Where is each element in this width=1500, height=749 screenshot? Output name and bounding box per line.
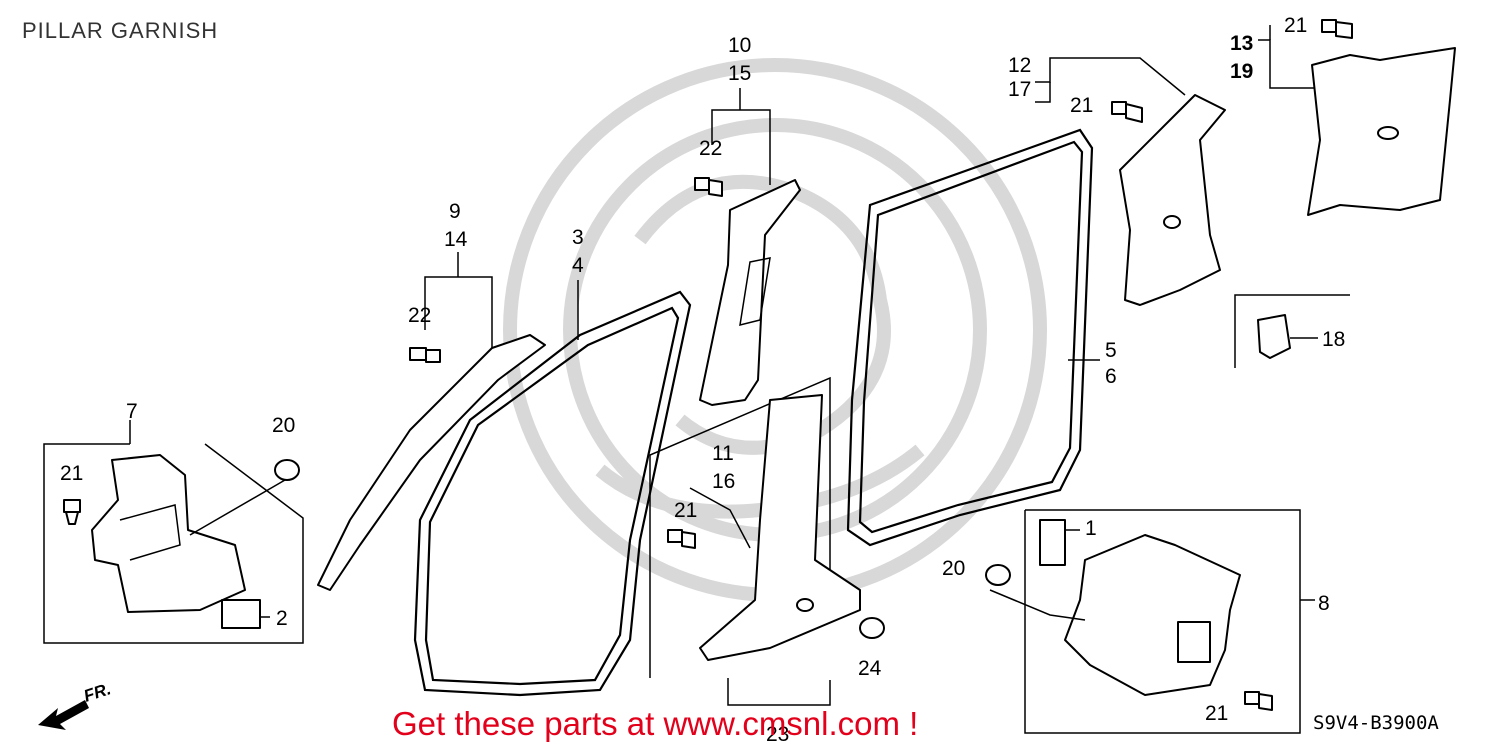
clip-22-b-pillar[interactable] [694,177,723,197]
clip-21-left[interactable] [63,499,81,525]
promo-link[interactable]: Get these parts at www.cmsnl.com ! [392,705,918,742]
diagram-title: PILLAR GARNISH [22,18,218,43]
callout-3: 3 [572,226,584,249]
callout-7: 7 [126,400,138,423]
label-part-1[interactable] [1039,519,1066,566]
b-pillar-upper-garnish[interactable] [699,179,801,406]
hook-part-18[interactable] [1257,314,1291,359]
callout-18: 18 [1322,328,1345,351]
callout-19: 19 [1230,60,1253,83]
callout-11: 11 [712,442,734,465]
kick-panel-right-group [985,509,1315,734]
part-18-group [1234,294,1350,368]
callout-9: 9 [449,200,461,223]
cap-24[interactable] [859,617,885,639]
callout-10: 10 [728,34,751,57]
diagram-code: S9V4-B3900A [1313,712,1439,734]
clip-21-right[interactable] [1244,691,1273,711]
clip-21-c-pillar[interactable] [1111,101,1143,123]
callout-15: 15 [728,62,751,85]
callout-20-right: 20 [942,557,965,580]
cap-20-right[interactable] [985,564,1011,586]
callout-6: 6 [1105,365,1117,388]
c-pillar-group [1035,57,1226,306]
callout-23: 23 [766,723,789,746]
kick-panel-right[interactable] [1064,534,1241,696]
front-direction-arrow: FR. [38,679,113,730]
kick-panel-left[interactable] [91,454,246,613]
callout-20-left: 20 [272,414,295,437]
cap-20-left[interactable] [274,459,300,481]
d-pillar-group [1258,19,1456,216]
rear-door-seal[interactable] [846,128,1094,547]
c-pillar-garnish[interactable] [1119,94,1226,306]
callout-1: 1 [1085,517,1097,540]
callout-22-a-pillar: 22 [408,304,431,327]
callout-12: 12 [1008,54,1031,77]
callout-21-c-pillar: 21 [1070,94,1093,117]
callout-21-right: 21 [1205,702,1228,725]
callout-5: 5 [1105,339,1117,362]
callout-8: 8 [1318,592,1330,615]
a-pillar-garnish[interactable] [317,334,546,591]
callout-24: 24 [858,657,882,680]
callout-2: 2 [276,607,288,630]
b-pillar-upper-group [694,88,801,406]
clip-21-d-pillar[interactable] [1321,19,1353,39]
clip-21-b-pillar[interactable] [667,529,696,549]
front-door-seal[interactable] [413,290,692,697]
callout-21-d-pillar: 21 [1284,14,1307,37]
callout-16: 16 [712,470,735,493]
a-pillar-group [317,252,546,591]
label-part-2[interactable] [221,599,261,629]
callout-17: 17 [1008,78,1031,101]
b-pillar-lower-garnish[interactable] [699,394,861,661]
callout-22-b-pillar: 22 [699,137,722,160]
b-pillar-lower-group [649,376,885,706]
callout-21-left: 21 [60,462,83,485]
clip-22-a-pillar[interactable] [409,347,441,363]
callout-13: 13 [1230,32,1253,55]
kick-panel-left-group [43,420,304,644]
callout-21-b-pillar: 21 [674,499,697,522]
front-label: FR. [81,679,113,706]
callout-4: 4 [572,254,584,277]
callout-14: 14 [444,228,468,251]
